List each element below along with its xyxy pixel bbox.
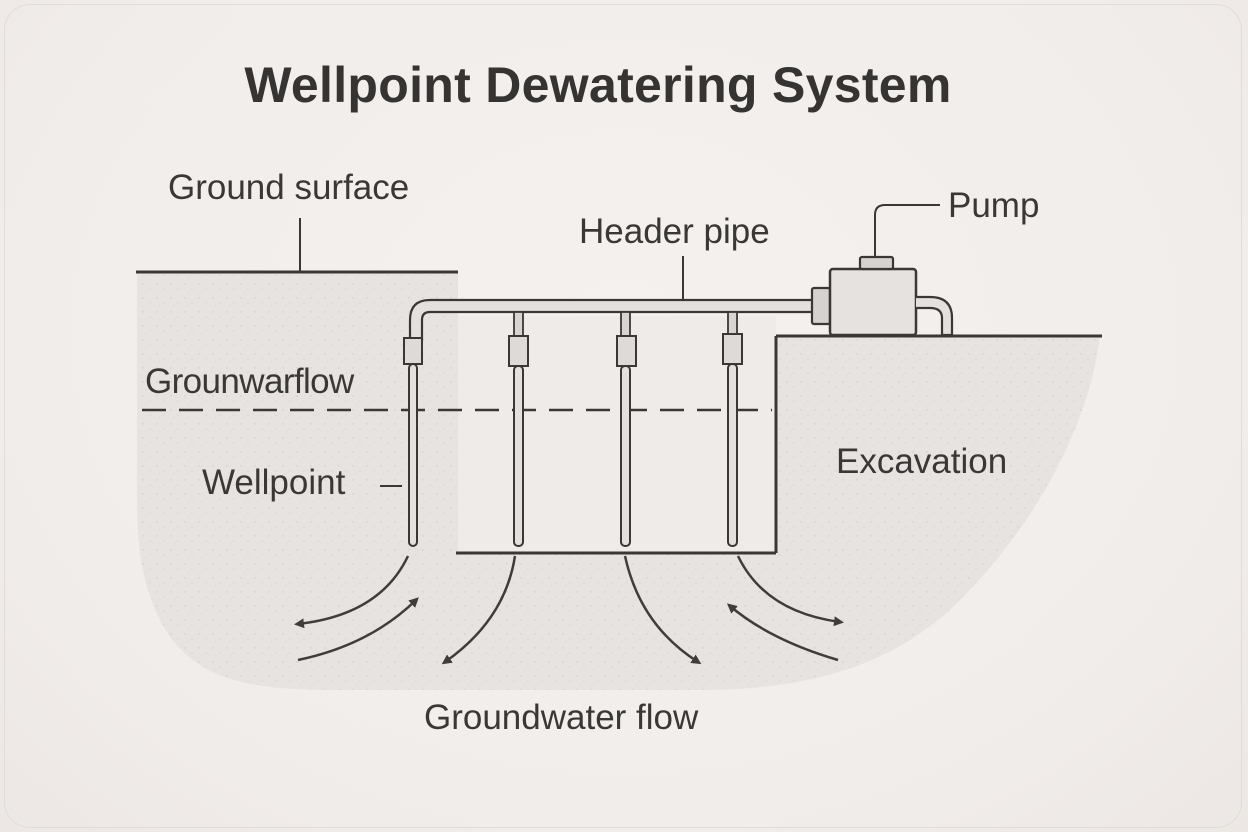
- flow-arrow-6: [726, 603, 839, 662]
- groundwater-flow-label: Groundwater flow: [424, 698, 699, 737]
- soil-mass: [137, 272, 1100, 690]
- flow-arrow-2: [297, 597, 419, 662]
- diagram-title: Wellpoint Dewatering System: [244, 57, 952, 113]
- pump-icon: [810, 255, 954, 337]
- wellpoint-1: [403, 337, 423, 547]
- paper-edge: [4, 4, 1242, 828]
- wellpoint-3: [616, 311, 637, 547]
- wellpoint-2: [508, 311, 529, 547]
- pump-leader: [874, 204, 940, 257]
- flow-arrow-1: [294, 555, 410, 629]
- flow-arrow-4: [623, 555, 702, 665]
- excavation-label: Excavation: [836, 442, 1008, 481]
- wellpoint-label: Wellpoint: [202, 463, 346, 502]
- wellpoint-4: [722, 311, 743, 547]
- flow-arrow-5: [736, 555, 844, 627]
- flow-arrow-3: [441, 555, 517, 665]
- pump-label: Pump: [948, 186, 1040, 225]
- ground-surface-label: Ground surface: [168, 168, 410, 207]
- header-pipe-label: Header pipe: [579, 212, 770, 251]
- groundwater-level-label: Grounwarflow: [145, 362, 354, 401]
